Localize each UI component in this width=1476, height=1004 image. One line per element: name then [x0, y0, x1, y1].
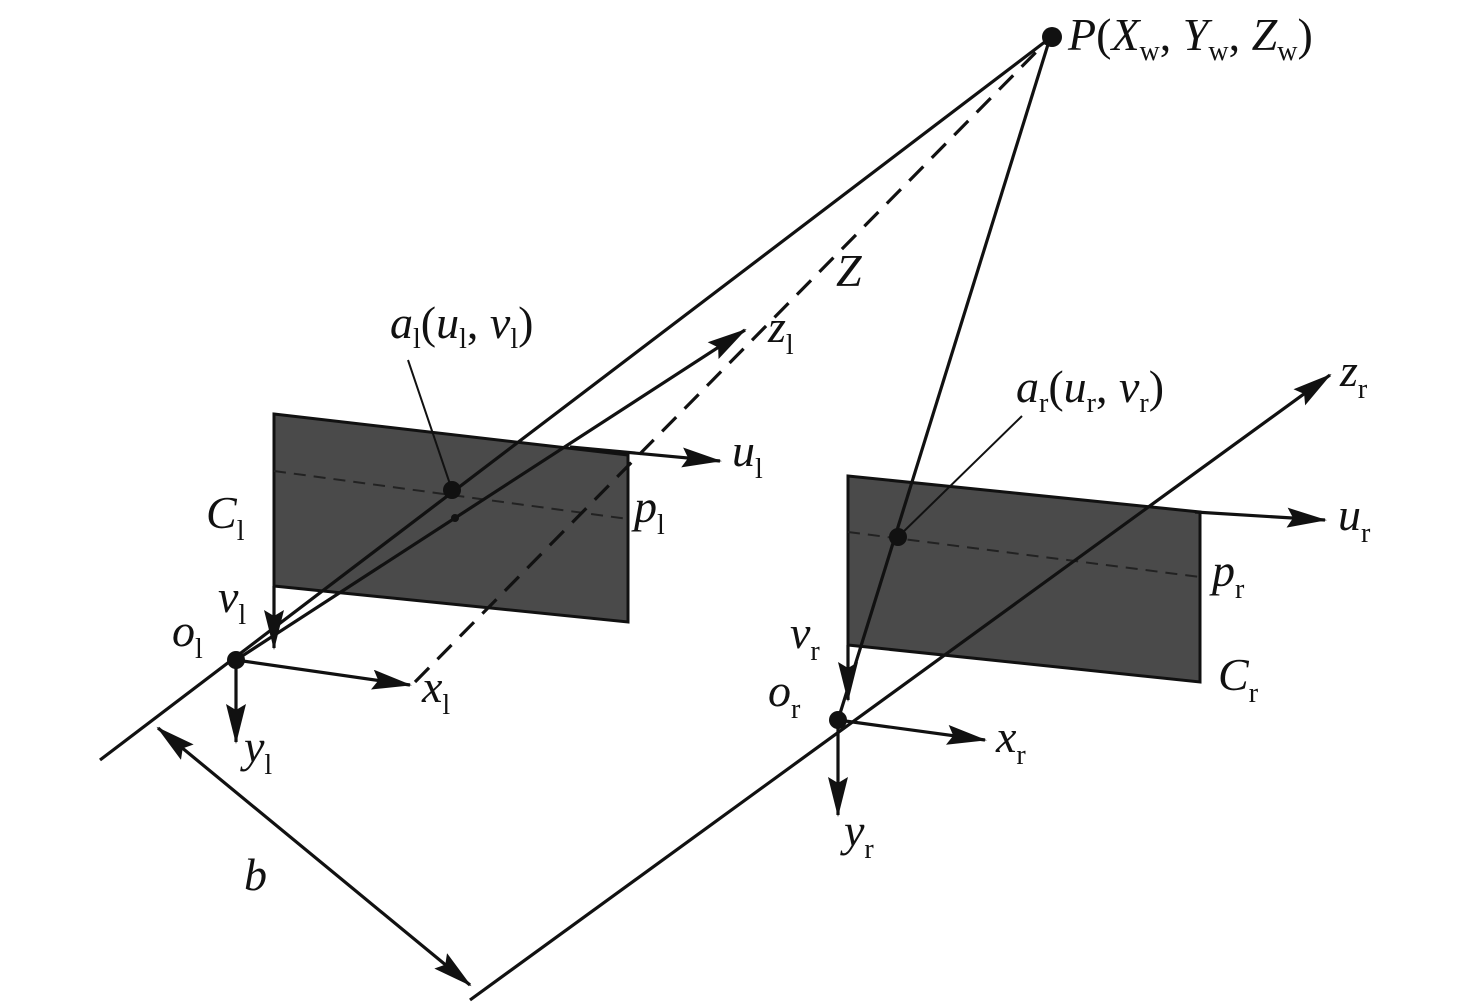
xl-axis: [235, 658, 412, 690]
right-image-plane: [846, 474, 1202, 684]
al-leader: [407, 359, 453, 491]
label-pr: pr: [1209, 545, 1245, 605]
right-ray-to-P: [836, 37, 1052, 721]
right-image-point: [889, 528, 907, 546]
label-zl: zl: [767, 301, 794, 361]
right-optical-center: [829, 711, 847, 729]
label-zr: zr: [1339, 345, 1368, 405]
world-point-P: [1042, 27, 1062, 47]
left-optical-axis: [235, 328, 747, 662]
label-Cl: Cl: [206, 487, 245, 547]
label-vr: vr: [790, 607, 820, 667]
label-b: b: [244, 849, 267, 900]
left-principal-point: [451, 514, 459, 522]
label-xr: xr: [995, 711, 1026, 771]
label-yr: yr: [840, 805, 874, 865]
left-image-point: [443, 481, 461, 499]
baseline-b-dimension: [156, 726, 472, 987]
label-al: al(ul, vl): [390, 297, 533, 355]
left-ray-baseline: [99, 36, 1051, 762]
label-Z: Z: [836, 245, 862, 296]
ur-axis: [1194, 507, 1327, 528]
label-ul: ul: [732, 425, 763, 485]
label-ol: ol: [172, 605, 203, 665]
label-P: P(Xw, Yw, Zw): [1067, 9, 1313, 67]
label-pl: pl: [631, 481, 665, 541]
label-xl: xl: [421, 661, 450, 721]
world-Z-axis: [413, 36, 1052, 684]
ar-leader: [897, 415, 1023, 538]
label-yl: yl: [240, 721, 272, 781]
label-vl: vl: [218, 571, 246, 631]
label-ar: ar(ur, vr): [1016, 361, 1164, 419]
left-optical-center: [227, 651, 245, 669]
xr-axis: [837, 718, 987, 745]
label-or: or: [768, 665, 801, 725]
ul-axis: [569, 445, 722, 468]
label-Cr: Cr: [1218, 649, 1259, 709]
label-ur: ur: [1338, 489, 1371, 549]
right-optical-axis: [469, 373, 1332, 1002]
